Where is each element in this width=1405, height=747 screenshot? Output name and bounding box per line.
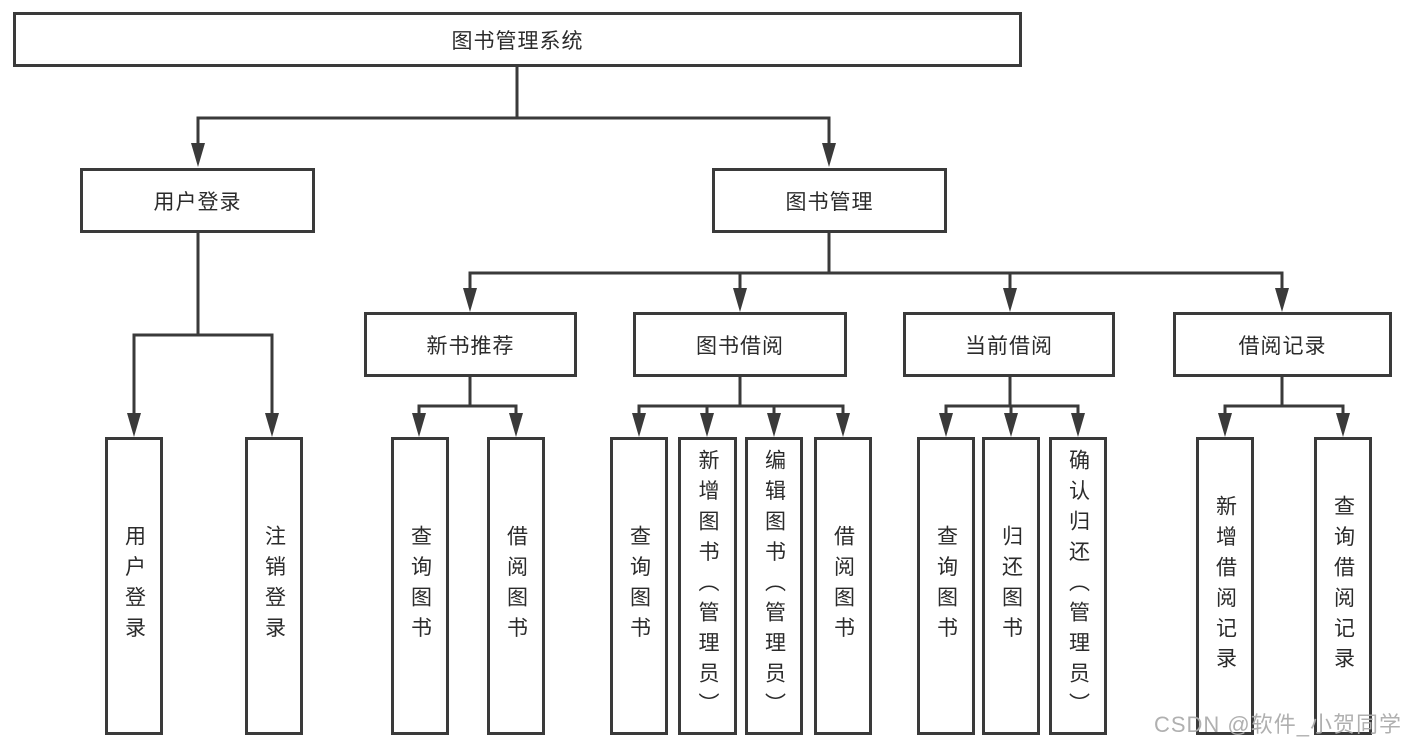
node-label: 图书管理系统 [451,29,584,53]
node-label: 确认归还（管理员） [1066,448,1090,724]
node-label: 归还图书 [999,525,1023,647]
leaf-edit-book-admin: 编辑图书（管理员） [745,437,803,735]
node-book-borrowing: 图书借阅 [633,312,847,377]
node-borrowing-records: 借阅记录 [1173,312,1392,377]
node-label: 新增借阅记录 [1213,494,1237,678]
node-label: 注销登录 [262,525,286,647]
node-new-book-recommendation: 新书推荐 [364,312,577,377]
watermark: CSDN @软件_小贺同学 [1153,712,1402,737]
leaf-return-book: 归还图书 [982,437,1040,735]
node-label: 图书管理 [785,190,874,214]
node-library-management-system: 图书管理系统 [13,12,1022,67]
leaf-query-books-current: 查询图书 [917,437,975,735]
node-current-borrowing: 当前借阅 [903,312,1115,377]
node-book-management: 图书管理 [712,168,947,233]
leaf-query-borrow-record: 查询借阅记录 [1314,437,1372,735]
node-label: 新增图书（管理员） [696,448,719,724]
leaf-confirm-return-admin: 确认归还（管理员） [1049,437,1107,735]
leaf-add-book-admin: 新增图书（管理员） [678,437,737,735]
node-label: 借阅记录 [1238,334,1327,358]
leaf-borrow-books-borrowing: 借阅图书 [814,437,872,735]
node-label: 查询图书 [934,525,958,647]
node-label: 用户登录 [122,525,146,647]
node-user-login: 用户登录 [80,168,315,233]
node-label: 查询图书 [627,525,651,647]
leaf-add-borrow-record: 新增借阅记录 [1196,437,1254,735]
leaf-borrow-books-recommend: 借阅图书 [487,437,545,735]
node-label: 借阅图书 [831,525,855,647]
node-label: 图书借阅 [696,334,784,358]
leaf-query-books-recommend: 查询图书 [391,437,449,735]
node-label: 当前借阅 [965,334,1053,358]
node-label: 查询借阅记录 [1331,494,1355,678]
node-label: 用户登录 [153,190,242,214]
node-label: 新书推荐 [426,334,515,358]
node-label: 借阅图书 [504,525,528,647]
leaf-logout: 注销登录 [245,437,303,735]
node-label: 查询图书 [408,525,432,647]
node-label: 编辑图书（管理员） [762,448,786,724]
leaf-user-login: 用户登录 [105,437,163,735]
leaf-query-books-borrowing: 查询图书 [610,437,668,735]
